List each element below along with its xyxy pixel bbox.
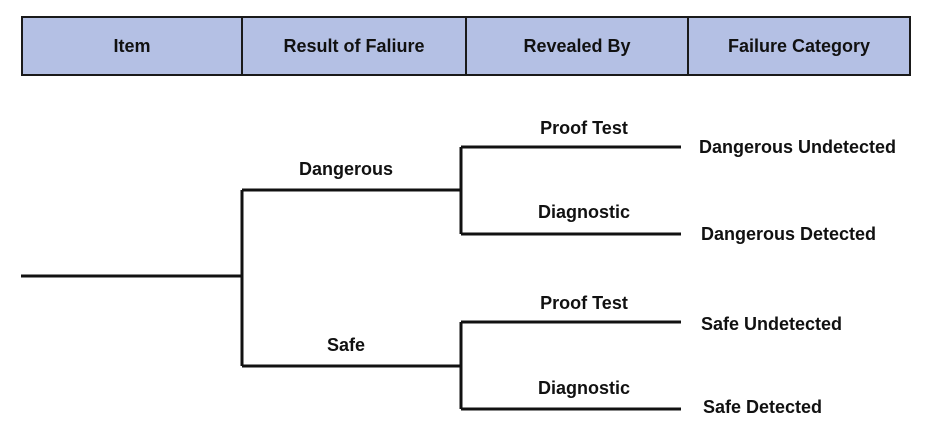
header-failure-category: Failure Category <box>727 35 871 56</box>
revealed-by-label: Diagnostic <box>538 202 630 222</box>
revealed-by-label: Diagnostic <box>538 378 630 398</box>
tree-lines <box>21 145 681 411</box>
result-label-safe: Safe <box>327 335 365 355</box>
category-dangerous-undetected: Dangerous Undetected <box>699 137 896 157</box>
header-result-of-failure: Result of Faliure <box>243 18 467 74</box>
header-revealed-by: Revealed By <box>467 18 689 74</box>
header-table: Item Result of Faliure Revealed By Failu… <box>21 16 911 76</box>
category-safe-undetected: Safe Undetected <box>701 314 842 334</box>
category-safe-detected: Safe Detected <box>703 397 822 417</box>
revealed-by-label: Proof Test <box>540 293 628 313</box>
result-label-dangerous: Dangerous <box>299 159 393 179</box>
header-item: Item <box>23 18 243 74</box>
category-dangerous-detected: Dangerous Detected <box>701 224 876 244</box>
revealed-by-label: Proof Test <box>540 118 628 138</box>
